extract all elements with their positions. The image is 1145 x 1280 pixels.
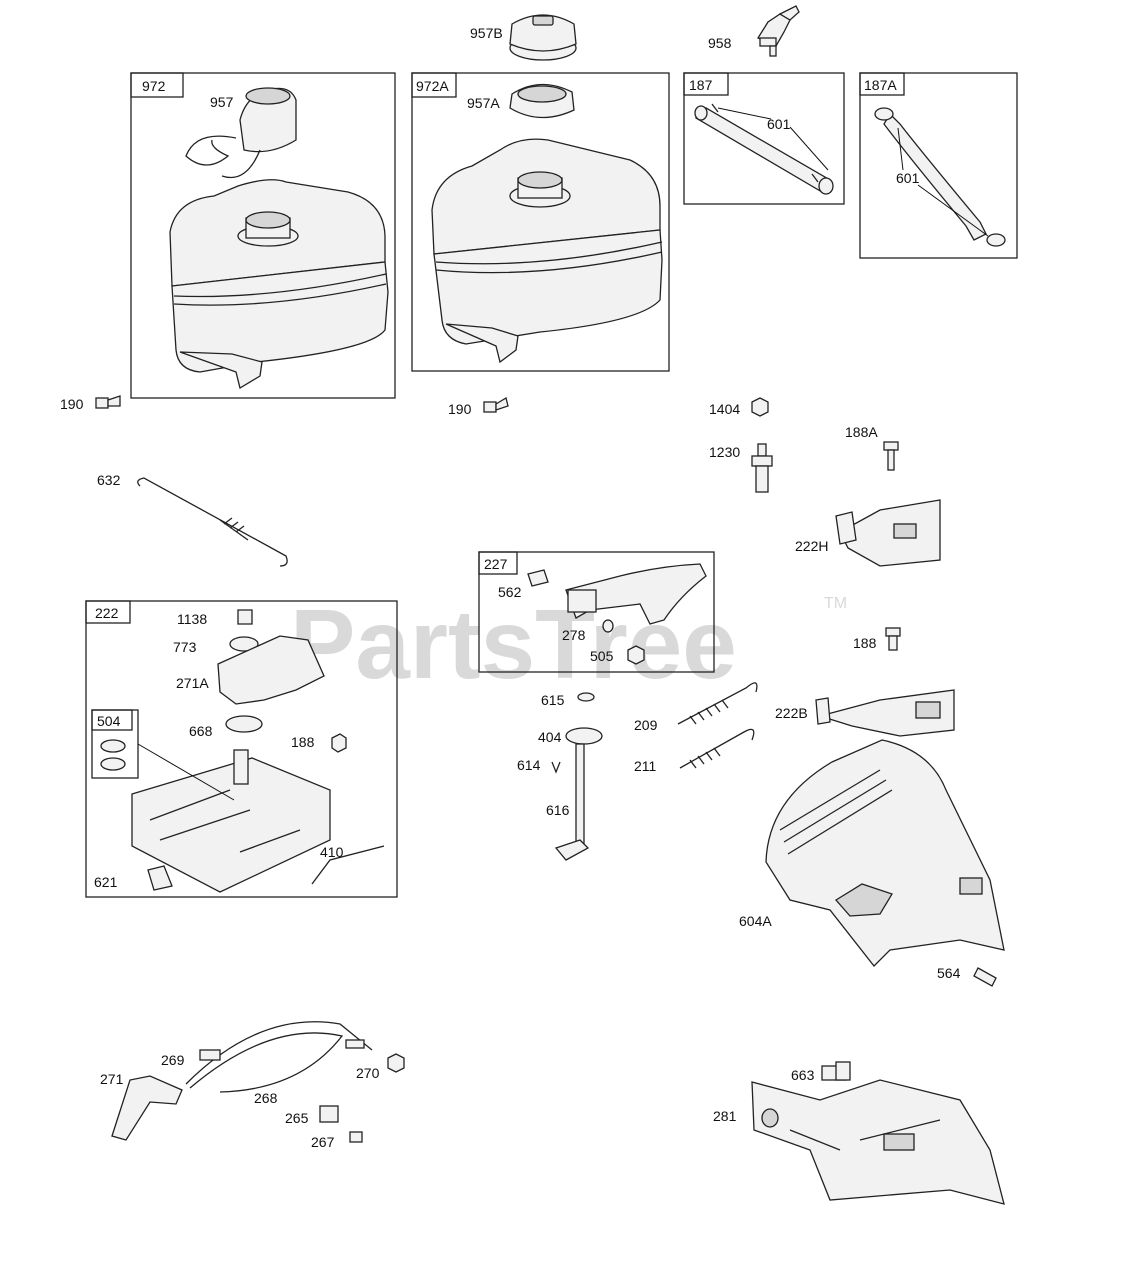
control-bracket-227-drawing[interactable] [527, 563, 707, 665]
pin-614-drawing[interactable] [551, 761, 561, 774]
part-label-278[interactable]: 278 [562, 627, 586, 643]
part-label-957[interactable]: 957 [210, 94, 234, 110]
part-label-265[interactable]: 265 [285, 1110, 309, 1126]
group-972-label: 972 [142, 78, 166, 94]
fuel-tank-972-drawing[interactable] [169, 87, 389, 390]
part-label-773[interactable]: 773 [173, 639, 197, 655]
part-label-957b[interactable]: 957B [470, 25, 503, 41]
bolt-188b-drawing[interactable] [885, 627, 901, 651]
nut-1404-drawing[interactable] [751, 397, 769, 417]
part-label-1230[interactable]: 1230 [709, 444, 740, 460]
group-187a[interactable]: 187A [859, 72, 1018, 259]
fuel-valve-958-drawing[interactable] [757, 5, 800, 57]
nut-270-drawing[interactable] [387, 1053, 405, 1073]
part-label-268[interactable]: 268 [254, 1090, 278, 1106]
part-label-222h[interactable]: 222H [795, 538, 828, 554]
screw-267-drawing[interactable] [349, 1131, 363, 1143]
group-227[interactable]: 227 [478, 551, 715, 673]
shaft-616-drawing[interactable] [554, 743, 590, 861]
part-label-615[interactable]: 615 [541, 692, 565, 708]
stud-1230-drawing[interactable] [751, 443, 773, 493]
part-label-271a[interactable]: 271A [176, 675, 209, 691]
part-label-188-base[interactable]: 188 [291, 734, 315, 750]
part-label-269[interactable]: 269 [161, 1052, 185, 1068]
bolt-190a-drawing[interactable] [95, 395, 121, 409]
part-label-1404[interactable]: 1404 [709, 401, 740, 417]
part-label-601a[interactable]: 601 [767, 116, 791, 132]
leader-lines [137, 107, 989, 801]
washer-615-drawing[interactable] [577, 692, 595, 702]
part-label-604a[interactable]: 604A [739, 913, 772, 929]
part-label-621[interactable]: 621 [94, 874, 118, 890]
group-187a-label: 187A [864, 77, 897, 93]
part-label-222b[interactable]: 222B [775, 705, 808, 721]
part-label-663[interactable]: 663 [791, 1067, 815, 1083]
control-base-222-drawing[interactable] [100, 609, 385, 893]
part-label-188-right[interactable]: 188 [853, 635, 877, 651]
part-label-616[interactable]: 616 [546, 802, 570, 818]
watermark-trademark: TM [824, 595, 847, 612]
clip-265-drawing[interactable] [319, 1105, 339, 1123]
part-label-267[interactable]: 267 [311, 1134, 335, 1150]
part-label-190a[interactable]: 190 [60, 396, 84, 412]
part-label-614[interactable]: 614 [517, 757, 541, 773]
group-504-label: 504 [97, 713, 121, 729]
bracket-281-drawing[interactable] [751, 1079, 1005, 1205]
part-label-632[interactable]: 632 [97, 472, 121, 488]
fuel-cap-957b-drawing[interactable] [509, 14, 577, 61]
part-label-410[interactable]: 410 [320, 844, 344, 860]
fuel-line-187-drawing[interactable] [694, 103, 834, 195]
part-label-564[interactable]: 564 [937, 965, 961, 981]
fuel-tank-972a-drawing[interactable] [431, 83, 663, 364]
group-972[interactable]: 972 [130, 72, 396, 399]
part-label-562[interactable]: 562 [498, 584, 522, 600]
fuel-line-187a-drawing[interactable] [874, 107, 1006, 247]
group-187-label: 187 [689, 77, 713, 93]
bracket-222h-drawing[interactable] [835, 499, 941, 567]
part-label-271[interactable]: 271 [100, 1071, 124, 1087]
bolt-190b-drawing[interactable] [483, 396, 509, 413]
group-227-label: 227 [484, 556, 508, 572]
part-label-188a[interactable]: 188A [845, 424, 878, 440]
part-label-211[interactable]: 211 [634, 758, 657, 774]
screw-564-drawing[interactable] [973, 967, 997, 987]
part-label-190b[interactable]: 190 [448, 401, 472, 417]
group-504[interactable]: 504 [91, 709, 139, 779]
part-label-404[interactable]: 404 [538, 729, 562, 745]
part-label-601b[interactable]: 601 [896, 170, 920, 186]
part-label-668[interactable]: 668 [189, 723, 213, 739]
bolt-188a-drawing[interactable] [883, 441, 899, 471]
lever-271-drawing[interactable] [111, 1075, 183, 1141]
part-label-270[interactable]: 270 [356, 1065, 380, 1081]
bracket-222b-drawing[interactable] [815, 689, 955, 737]
part-label-209[interactable]: 209 [634, 717, 658, 733]
link-rod-632-drawing[interactable] [137, 477, 288, 567]
part-label-505[interactable]: 505 [590, 648, 614, 664]
throttle-cable-268-drawing[interactable] [185, 1021, 373, 1093]
group-222[interactable]: 222 [85, 600, 398, 898]
part-label-958[interactable]: 958 [708, 35, 732, 51]
part-label-1138[interactable]: 1138 [177, 611, 207, 627]
group-972a-label: 972A [416, 78, 449, 94]
group-222-label: 222 [95, 605, 119, 621]
washer-404-drawing[interactable] [565, 727, 603, 745]
part-label-281[interactable]: 281 [713, 1108, 737, 1124]
part-labels: 957B 958 957 957A 601 601 190 190 1404 1… [60, 25, 961, 1150]
bolt-663-drawing[interactable] [821, 1061, 851, 1081]
part-label-957a[interactable]: 957A [467, 95, 500, 111]
spring-209-drawing[interactable] [677, 682, 758, 725]
group-972a[interactable]: 972A [411, 72, 670, 372]
group-187[interactable]: 187 [683, 72, 845, 205]
shroud-604a-drawing[interactable] [765, 739, 1005, 967]
spring-211-drawing[interactable] [679, 728, 755, 769]
